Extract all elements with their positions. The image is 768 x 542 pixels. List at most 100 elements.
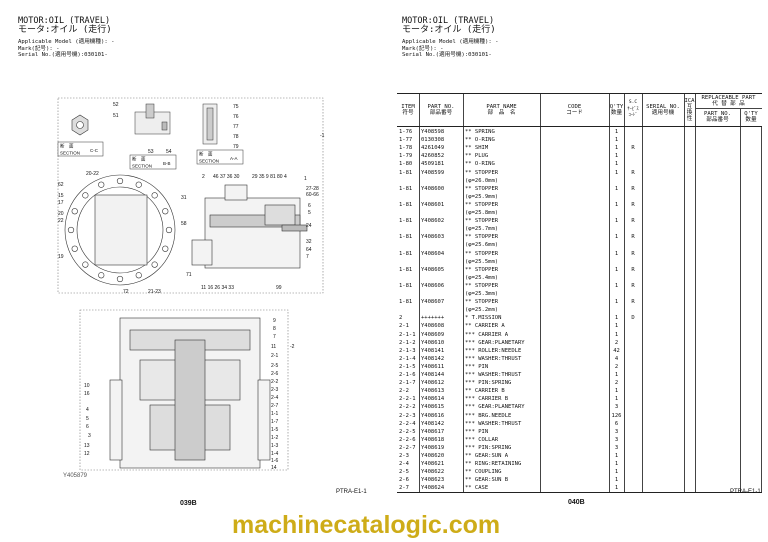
part-no-cell: Y408141 — [421, 347, 445, 354]
left-page-header: MOTOR:OIL (TRAVEL) モータ:オイル (走行) Applicab… — [18, 16, 114, 58]
callout-label: 1-5 — [271, 427, 278, 433]
right-page-header: MOTOR:OIL (TRAVEL) モータ:オイル (走行) Applicab… — [402, 16, 498, 58]
qty-cell: 1 — [614, 461, 619, 468]
part-name-cell: *** ROLLER:NEEDLE — [465, 347, 522, 354]
qty-cell: 1 — [614, 282, 619, 289]
section-word: SECTION — [199, 159, 219, 164]
callout-label: 1-7 — [271, 419, 278, 425]
qty-cell: 42 — [613, 347, 620, 354]
item-cell: 2-6 — [399, 477, 409, 484]
callout-label: 64 — [306, 247, 312, 253]
part-name-cell: *** GEAR:PLANETARY — [465, 404, 525, 411]
service-code-cell: R — [631, 266, 635, 273]
item-cell: 1-79 — [399, 153, 413, 160]
part-name-cell: *** PIN — [465, 428, 489, 435]
section-jp-label: 断 面 — [132, 156, 146, 163]
part-no-cell: Y408598 — [421, 129, 445, 135]
figure-id: Y405879 — [63, 473, 88, 479]
table-row: (φ=25.5mm) — [397, 258, 762, 266]
table-row: (φ=25.7mm) — [397, 225, 762, 233]
callout-label: 15 — [58, 193, 64, 199]
part-no-cell: Y408618 — [421, 436, 445, 443]
part-name-cell: ** CARRIER A — [465, 323, 505, 330]
callout-label: 27-28 — [306, 186, 319, 192]
callout-label: 21-23 — [148, 289, 161, 295]
section-b-b: B-B — [163, 161, 171, 166]
item-cell: 1-81 — [399, 250, 413, 257]
part-name-cell: (φ=25.9mm) — [465, 193, 499, 200]
section-c-c: C-C — [90, 148, 99, 153]
left-title-jp: モータ:オイル (走行) — [18, 25, 112, 36]
callout-label: -2 — [290, 344, 295, 350]
item-cell: 2-1-3 — [399, 347, 416, 354]
bolt-hole — [116, 177, 124, 185]
bolt-hole — [135, 181, 142, 188]
qty-cell: 1 — [614, 323, 619, 330]
callout-label: 71 — [186, 272, 192, 278]
bolt-hole — [162, 245, 169, 252]
section-jp-label: 断 面 — [199, 151, 213, 158]
callout-label: 1-4 — [271, 451, 278, 457]
part-no-cell: Y408619 — [421, 444, 445, 451]
qty-cell: 3 — [614, 444, 619, 451]
callout-label: 79 — [233, 144, 239, 150]
item-cell: 2-2-2 — [399, 404, 416, 411]
table-row: 2-1-3 Y408141 *** ROLLER:NEEDLE 42 — [397, 347, 762, 355]
service-code-cell: R — [631, 250, 635, 257]
bolt-hole — [98, 181, 105, 188]
part-name-cell: ** O-RING — [465, 161, 495, 168]
callout-label: 51 — [113, 113, 119, 119]
item-cell: 1-81 — [399, 201, 413, 208]
section-jp-label: 断 面 — [60, 143, 74, 150]
part-no-cell: Y408624 — [421, 485, 445, 492]
part-name-cell: *** CARRIER B — [465, 396, 509, 403]
part-no-cell: Y408611 — [421, 363, 445, 370]
part-no-cell: Y408600 — [421, 185, 445, 192]
callout-label: 9 — [273, 318, 276, 324]
part-no-cell: Y408142 — [421, 355, 445, 362]
qty-cell: 1 — [614, 250, 619, 257]
qty-cell: 126 — [611, 412, 622, 419]
right-title-en: MOTOR:OIL (TRAVEL) — [402, 16, 495, 26]
part-name-cell: (φ=26.0mm) — [465, 177, 499, 184]
col-rep-part-no: PART NO.部品番号 — [704, 110, 731, 124]
callout-label: 2-7 — [271, 403, 278, 409]
left-page-number: 039B — [180, 500, 197, 507]
qty-cell: 1 — [614, 185, 619, 192]
col-serial-no: SERIAL NO.適用号機 — [646, 103, 680, 117]
callout-label: 99 — [276, 285, 282, 291]
table-row: (φ=25.9mm) — [397, 193, 762, 201]
qty-cell: 2 — [614, 380, 619, 387]
left-footer-code: PTRA-E1-1 — [336, 489, 367, 495]
callout-label: 6 — [86, 424, 89, 430]
part-no-cell: Y408621 — [421, 461, 445, 468]
part-name-cell: ** STOPPER — [465, 169, 499, 176]
item-cell: 2-4 — [399, 461, 409, 468]
part-name-cell: * T.MISSION — [465, 315, 502, 322]
item-cell: 2-1-1 — [399, 331, 416, 338]
item-cell: 2-1-2 — [399, 339, 416, 346]
callout-label: 3 — [88, 433, 91, 439]
callout-label: 8 — [273, 326, 276, 332]
item-cell: 1-81 — [399, 218, 413, 225]
qty-cell: 1 — [614, 218, 619, 225]
part-name-cell: ** PLUG — [465, 153, 489, 160]
section-label-a-a — [196, 149, 244, 165]
